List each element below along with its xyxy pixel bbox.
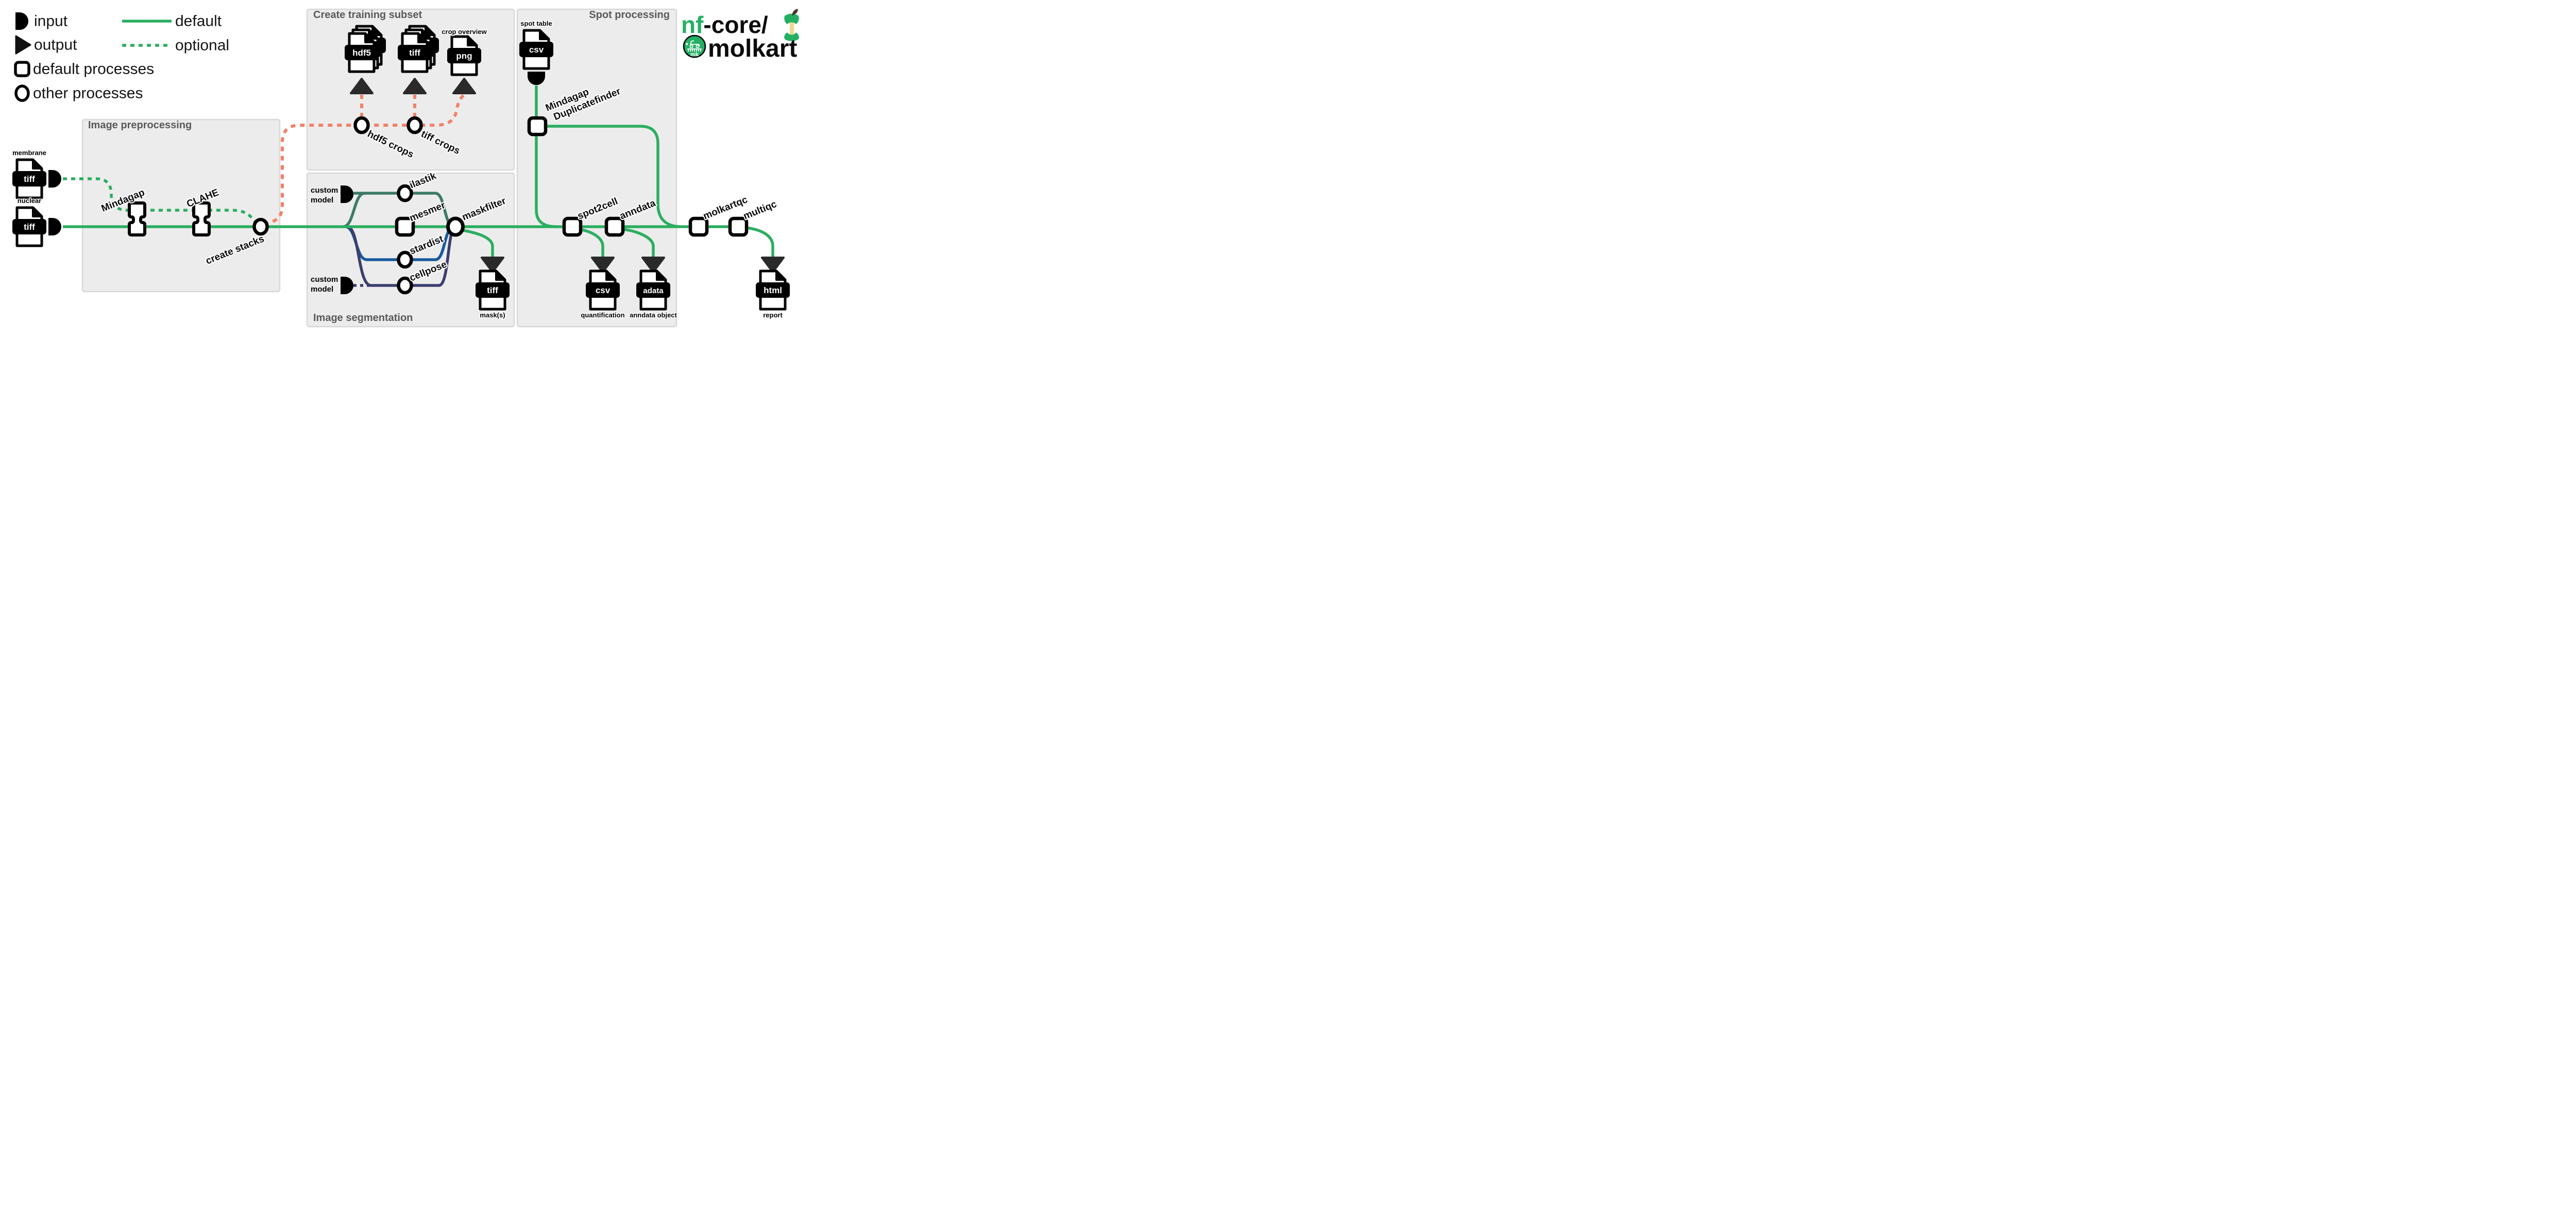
node-mindagap-duplicatefinder [529,118,546,134]
logo-molkart-text: molkart [708,35,797,62]
file-quantification-label: quantification [581,311,624,319]
legend-input-icon [15,12,28,30]
box-image-segmentation [306,172,515,328]
file-membrane-format: tiff [24,174,35,184]
molkart-badge: mk [683,35,706,58]
file-tiff-stack: tiff [398,26,439,72]
box-title-create-training-subset: Create training subset [313,9,422,21]
process-nodes [129,118,747,293]
go-kart-icon [686,40,702,52]
legend-default-process-label: default processes [33,61,154,78]
legend-other-process-label: other processes [33,85,143,102]
node-cellpose [399,278,412,293]
box-title-spot-processing: Spot processing [589,9,670,21]
edge-anndata-out [619,227,655,257]
file-anndata-object: adata [636,271,670,309]
file-report-format: html [764,285,782,295]
logo-nf-core-text: nf-core/ [681,11,768,38]
file-icons: tiff membrane tiff nuclear hdf5 tiff png… [12,19,790,320]
box-spot-processing [516,8,677,328]
node-ilastik [399,186,412,200]
edge-duplicatefinder-right [546,125,681,228]
file-anndata-label: anndata object [630,311,677,319]
file-masks-label: mask(s) [480,311,505,319]
node-hdf5-crops [355,118,368,132]
file-png-label: crop overview [442,28,487,36]
file-anndata-format: adata [643,286,664,295]
custom-model-bottom-line1: custom [311,275,338,284]
file-masks-format: tiff [487,285,498,295]
box-title-image-preprocessing: Image preprocessing [88,120,192,131]
file-nuclear-format: tiff [24,222,35,232]
logo-core: -core/ [703,11,768,38]
input-connector-membrane [48,170,61,188]
node-multiqc [730,218,747,235]
node-maskfilter [446,216,465,237]
file-spot-table-format: csv [529,45,544,55]
legend-default-line-label: default [175,13,222,30]
file-png-overview: png [447,37,481,75]
file-hdf5-stack: hdf5 [345,26,386,72]
box-title-image-segmentation: Image segmentation [313,312,413,324]
legend-input-label: input [34,13,68,30]
file-report-html: html [756,271,790,309]
input-connector-nuclear [48,218,61,235]
node-spot2cell [564,218,581,235]
file-nuclear-label: nuclear [18,197,41,205]
edge-maskfilter-out [459,228,494,257]
file-spot-table-label: spot table [520,20,552,27]
file-quantification-csv: csv [586,271,620,309]
legend-default-process-icon [14,61,30,77]
legend-optional-line-label: optional [175,37,229,54]
node-create-stacks [255,219,267,234]
file-masks-tiff: tiff [476,271,510,309]
file-quantification-format: csv [596,285,611,295]
apple-core-icon [784,9,799,41]
file-png-format: png [456,51,472,61]
file-membrane-tiff: tiff [12,160,46,198]
legend-other-process-icon [14,84,30,102]
logo-nf: nf [681,11,704,38]
legend-output-label: output [34,37,77,54]
custom-model-top-line1: custom [311,186,338,195]
file-hdf5-format: hdf5 [352,48,371,58]
custom-model-bottom-line2: model [311,285,333,294]
logo-badge-text: mk [690,52,699,58]
file-membrane-label: membrane [12,149,46,157]
file-tiff-format: tiff [409,48,420,58]
edge-training-crops [263,93,466,225]
box-image-preprocessing [81,119,281,293]
legend-output-icon [15,35,31,55]
file-nuclear-tiff: tiff [12,208,46,246]
node-tiff-crops [409,118,421,132]
file-report-label: report [763,311,783,319]
pipeline-page: Image preprocessing Create training subs… [0,0,808,338]
logo-nf-core-molkart: nf-core/ mk molkart [681,9,799,62]
custom-model-top-line2: model [311,196,333,205]
legend: input output default processes other pro… [14,12,229,102]
pipeline-diagram: Image preprocessing Create training subs… [0,8,799,328]
file-spot-table-csv: csv [519,30,553,69]
node-anndata [606,218,623,235]
node-stardist [399,252,412,267]
edge-duplicatefinder-down [535,134,557,228]
node-molkartqc [690,218,707,235]
